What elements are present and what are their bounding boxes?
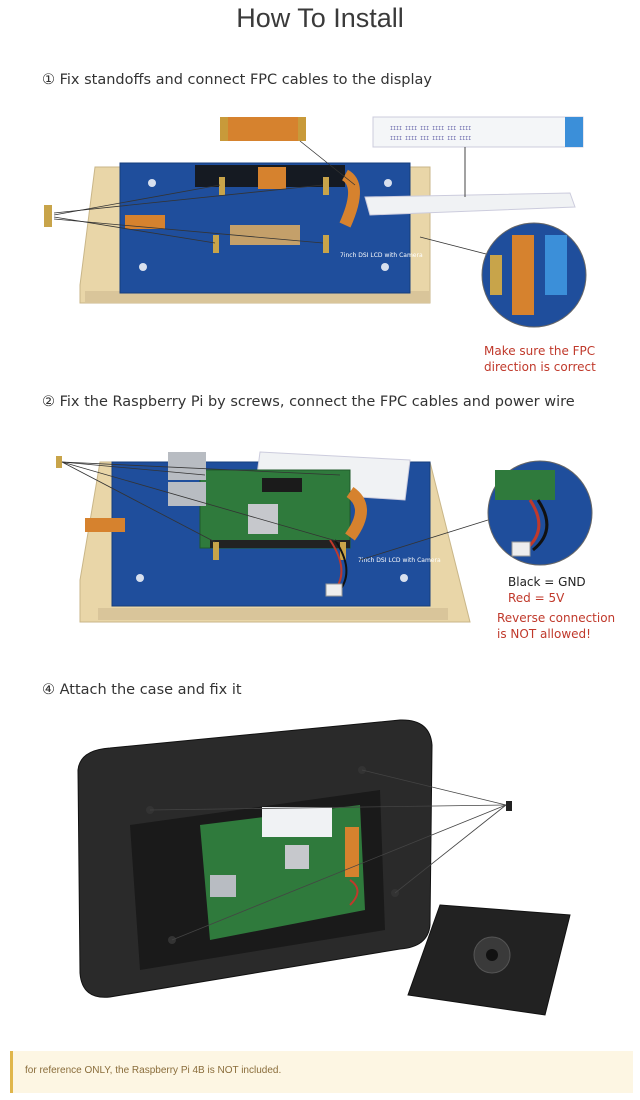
- black-gnd-label: Black = GND: [508, 575, 586, 589]
- svg-text:7inch DSI LCD with Camera: 7inch DSI LCD with Camera: [358, 557, 441, 564]
- reverse-note-line1: Reverse connection: [497, 611, 616, 625]
- step-1-illustration: IIII IIII III IIII III IIII IIII IIII II…: [44, 116, 587, 328]
- page-title: How To Install: [236, 3, 404, 33]
- step-4-illustration: [77, 719, 571, 1016]
- svg-text:7inch DSI LCD with Camera: 7inch DSI LCD with Camera: [340, 252, 423, 259]
- red-5v-label: Red = 5V: [508, 591, 565, 605]
- step-2-illustration: 7inch DSI LCD with Camera: [56, 451, 593, 623]
- step-4-label: ④ Attach the case and fix it: [42, 682, 242, 698]
- fpc-note-line2: direction is correct: [484, 360, 596, 374]
- step-2-label: ② Fix the Raspberry Pi by screws, connec…: [42, 394, 575, 410]
- fpc-note-line1: Make sure the FPC: [484, 344, 596, 358]
- reference-notice: for reference ONLY, the Raspberry Pi 4B …: [10, 1051, 633, 1093]
- reverse-note-line2: is NOT allowed!: [497, 627, 591, 641]
- svg-text:IIII IIII III IIII III IIII: IIII IIII III IIII III IIII: [390, 126, 471, 132]
- svg-text:IIII IIII III IIII III IIII: IIII IIII III IIII III IIII: [390, 136, 471, 142]
- reference-notice-text: for reference ONLY, the Raspberry Pi 4B …: [25, 1065, 282, 1076]
- step-1-label: ① Fix standoffs and connect FPC cables t…: [42, 72, 433, 88]
